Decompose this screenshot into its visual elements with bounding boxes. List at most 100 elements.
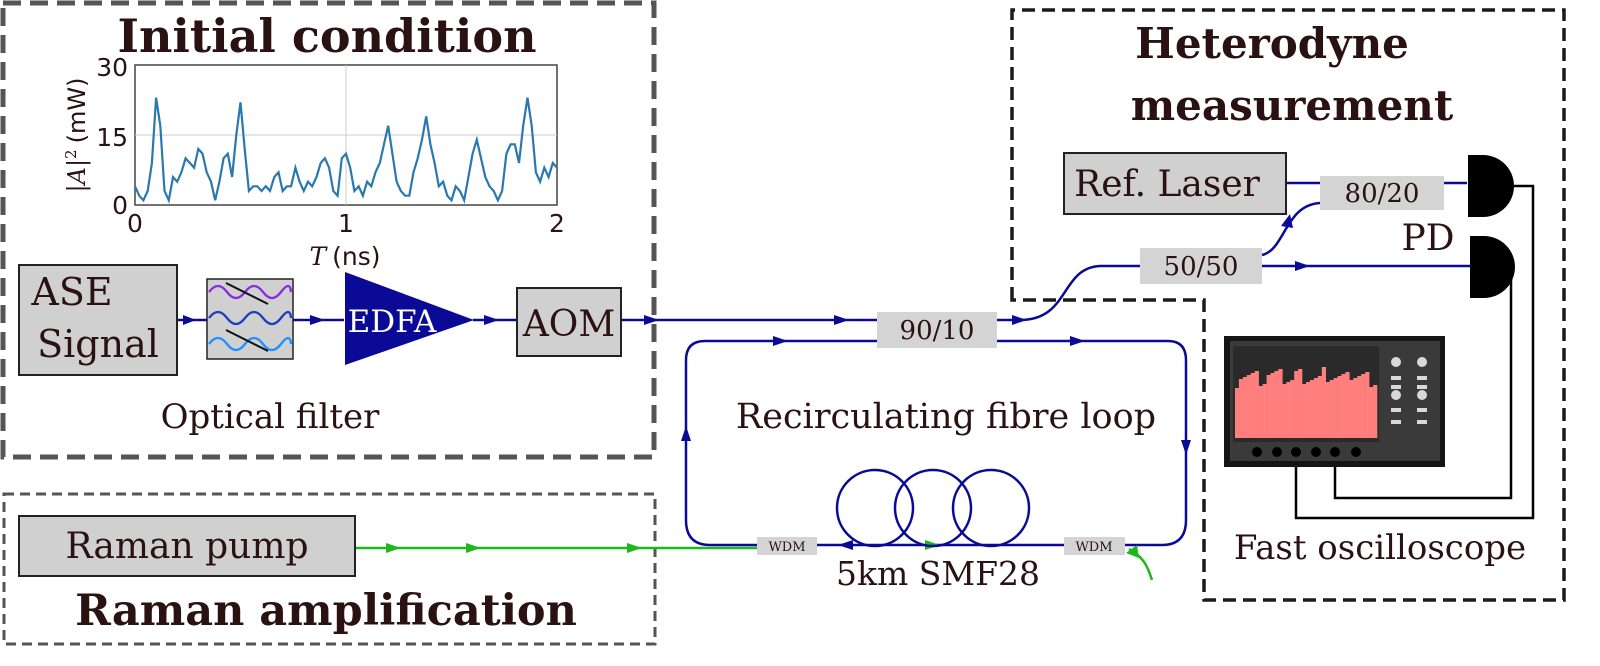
y-axis-unit: (mW) (63, 78, 91, 144)
arrow (484, 315, 499, 325)
fibre-spool-label: 5km SMF28 (836, 554, 1040, 593)
scope-bar (1262, 384, 1267, 438)
raman-pump-source[interactable]: Raman pump (18, 515, 356, 577)
arrow (644, 315, 659, 325)
spool-loop (951, 468, 1031, 548)
filter-wave-cyan (208, 336, 293, 352)
filter-wave-purple (208, 284, 293, 300)
optical-filter-label: Optical filter (161, 397, 381, 437)
scope-bar (1313, 378, 1319, 438)
coupler-box (877, 312, 997, 348)
x-axis-unit: (ns) (332, 242, 380, 271)
coupler-90-10[interactable]: 90/10 (877, 312, 997, 348)
scope-bar (1254, 371, 1259, 438)
oscilloscope-label: Fast oscilloscope (1234, 528, 1526, 568)
aom-modulator[interactable]: AOM (516, 287, 622, 357)
scope-bar (1353, 378, 1358, 438)
scope-key (1391, 385, 1401, 389)
fibre-spool-icon (835, 468, 1031, 548)
ase-label-line2: Signal (37, 322, 159, 366)
scope-knob (1417, 357, 1427, 367)
scope-trace (1235, 367, 1378, 438)
pump-arrow (1126, 545, 1139, 558)
scope-bar (1286, 382, 1291, 438)
spool-loop (893, 468, 973, 548)
x-tick-label: 0 (127, 209, 143, 238)
arrow (681, 426, 691, 441)
wdm-left[interactable]: WDM (757, 537, 817, 555)
arrow (310, 315, 325, 325)
scope-bar (1266, 375, 1271, 438)
ase-signal-source[interactable]: ASE Signal (18, 264, 178, 376)
scope-bar (1242, 377, 1248, 438)
ref-laser-label: Ref. Laser (1074, 164, 1260, 205)
scope-bar (1373, 385, 1378, 438)
ase-label-line1: ASE (30, 270, 112, 314)
scope-knob (1391, 357, 1401, 367)
coupler-80-20[interactable]: 80/20 (1320, 176, 1444, 210)
initial-condition-box (0, 0, 657, 460)
scope-bar (1321, 367, 1326, 438)
raman-amplification-box (2, 492, 657, 646)
photodiodes[interactable]: PD (1401, 155, 1515, 298)
scope-bar (1361, 374, 1366, 438)
arrow (1070, 336, 1085, 346)
intensity-trace (133, 97, 558, 204)
y-axis-label: |A|2(mW) (62, 78, 92, 193)
fibre-loop-top (684, 339, 877, 547)
oscilloscope-icon[interactable] (1224, 336, 1445, 467)
arrow (838, 540, 853, 550)
cable-pd2 (1333, 265, 1514, 500)
scope-key (1391, 420, 1401, 424)
scope-controls (1391, 357, 1427, 424)
scope-bar (1298, 369, 1303, 438)
raman-pump-label: Raman pump (65, 526, 308, 567)
x-tick-label: 2 (549, 209, 565, 238)
y-tick-label: 30 (96, 53, 128, 82)
scope-input (1272, 447, 1282, 457)
fibre-50-50-upper (1261, 201, 1321, 257)
coupler-50-50[interactable]: 50/50 (1140, 248, 1262, 284)
scope-bar (1282, 384, 1287, 438)
pump-arrow (627, 543, 642, 553)
scope-bar (1274, 371, 1279, 438)
heterodyne-title-line1: Heterodyne (1135, 19, 1409, 68)
pump-arrow (466, 543, 481, 553)
scope-key (1417, 376, 1427, 380)
coupler-90-10-label: 90/10 (900, 316, 975, 346)
scope-bar (1365, 372, 1370, 438)
ase-signal-box (18, 264, 178, 376)
x-tick-label: 1 (338, 209, 354, 238)
wdm-left-label: WDM (768, 540, 805, 555)
filter-wave-blue (208, 310, 293, 326)
amplifier-icon (345, 272, 474, 365)
optical-filter[interactable] (206, 278, 294, 360)
edfa-amplifier[interactable]: EDFA (345, 272, 474, 365)
scope-key (1391, 376, 1401, 380)
reference-laser[interactable]: Ref. Laser (1063, 152, 1287, 215)
y-axis-exponent: 2 (62, 149, 80, 159)
coupler-50-50-label: 50/50 (1164, 252, 1239, 282)
filter-slash (225, 282, 269, 305)
photodiode-icon (1470, 236, 1515, 298)
scope-bar (1302, 384, 1307, 438)
ref-laser-box (1063, 152, 1287, 215)
heterodyne-title-line2: measurement (1131, 81, 1454, 130)
y-tick-label: 15 (96, 123, 128, 152)
scope-bar (1235, 388, 1240, 438)
wdm-right-label: WDM (1075, 540, 1112, 555)
scope-knob (1391, 390, 1401, 400)
wdm-box (1064, 537, 1125, 555)
scope-bar (1349, 380, 1354, 438)
scope-bar (1290, 380, 1295, 438)
scope-bar (1369, 387, 1374, 438)
aom-box (516, 287, 622, 357)
scope-input (1311, 447, 1321, 457)
arrow (1012, 315, 1027, 325)
fibre-arrows (162, 175, 1310, 550)
scope-bar (1278, 369, 1283, 438)
aom-label: AOM (522, 304, 615, 345)
wdm-right[interactable]: WDM (1064, 537, 1125, 555)
